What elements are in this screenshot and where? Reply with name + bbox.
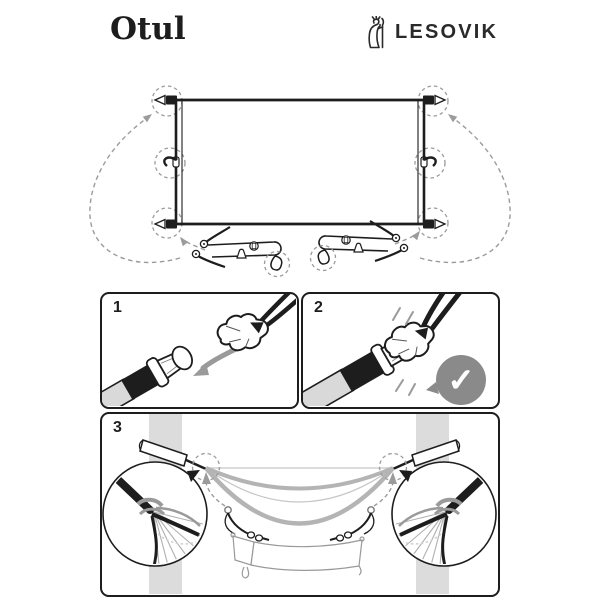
- guide-arrows: [205, 482, 394, 507]
- quilt-outline: [174, 98, 426, 226]
- step1-illustration: [102, 294, 296, 406]
- step2-illustration: ✓: [303, 294, 486, 406]
- elastic-cord-left: [191, 225, 291, 278]
- click-emphasis-lines: [392, 307, 416, 396]
- step-number: 1: [113, 299, 122, 316]
- inset-left: [103, 462, 207, 576]
- step-panel-3: 3: [100, 412, 500, 597]
- elastic-cord-right: [309, 219, 409, 272]
- tree-strap-left: [138, 439, 207, 471]
- step-number: 2: [314, 299, 323, 316]
- forest-spirit-icon: [368, 16, 385, 49]
- product-name: Otul: [110, 11, 186, 47]
- underquilt-cord-right: [329, 506, 375, 542]
- guide-arrows: [89, 115, 511, 264]
- check-badge: ✓: [426, 355, 486, 405]
- hammock-far-edge: [205, 467, 394, 503]
- brand-name: LESOVIK: [395, 21, 499, 43]
- toggle-on-strap: [102, 345, 193, 406]
- toggle-icon: [171, 345, 193, 371]
- attachment-ring: [367, 506, 375, 514]
- step-panel-1: 1: [100, 292, 299, 409]
- step-panel-2: 2: [301, 292, 500, 409]
- hammock-body: [205, 466, 394, 491]
- quilt-layout-diagram: [89, 85, 511, 278]
- inset-right: [392, 462, 496, 576]
- hammock-body: [204, 466, 395, 526]
- underquilt: [230, 532, 365, 579]
- attachment-ring: [224, 506, 232, 514]
- step-number: 3: [113, 419, 122, 436]
- hook-icon: [216, 313, 269, 352]
- step3-illustration: [102, 414, 497, 594]
- hook-clipped-on-toggle: [303, 294, 470, 406]
- dashed-guide-circles: [151, 85, 449, 239]
- check-icon: ✓: [448, 361, 475, 399]
- brand-logo: LESOVIK: [366, 16, 498, 49]
- hook-on-cord: [216, 294, 296, 352]
- tree-strap-right: [392, 439, 461, 471]
